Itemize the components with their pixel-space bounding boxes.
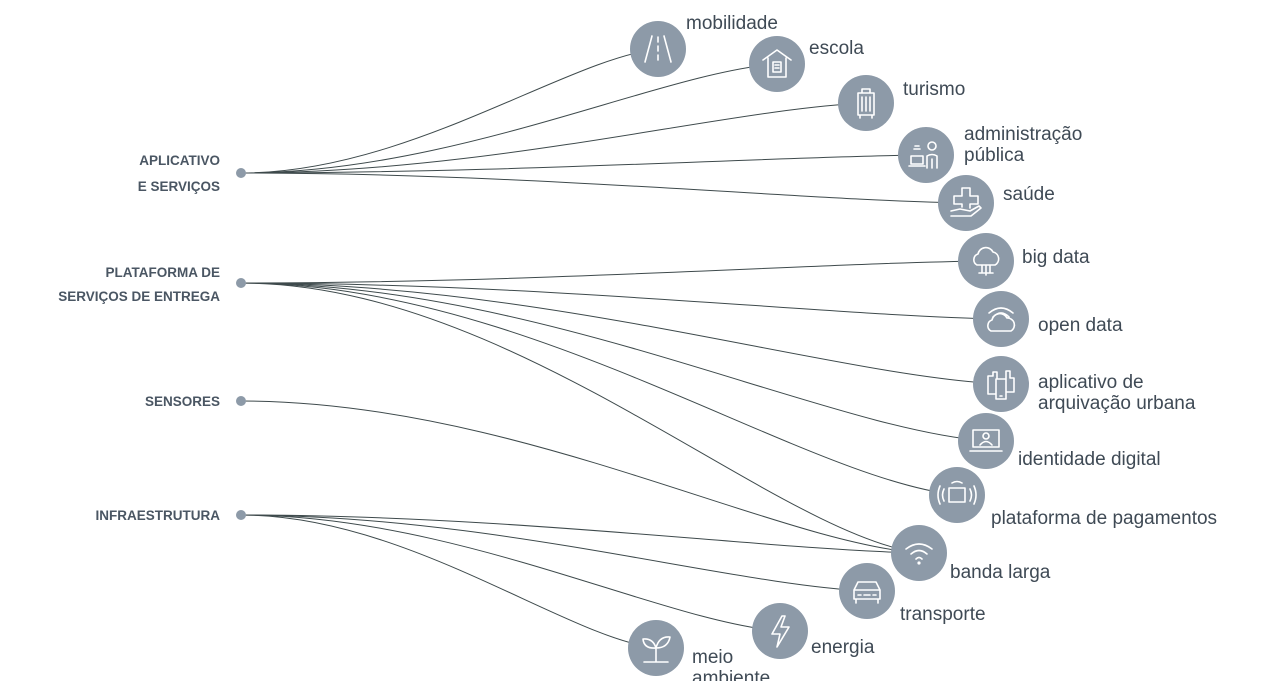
- category-label: PLATAFORMA DE: [106, 265, 221, 280]
- node-pagamentos: plataforma de pagamentos: [929, 467, 1217, 529]
- node-bigdata: big data: [958, 233, 1090, 289]
- node-label: banda larga: [950, 562, 1051, 583]
- node-label: plataforma de pagamentos: [991, 508, 1217, 529]
- node-label: big data: [1022, 247, 1090, 268]
- category-hub-dot: [236, 510, 246, 520]
- category-hub-dot: [236, 168, 246, 178]
- node-label: meio: [692, 647, 733, 668]
- node-escola: escola: [749, 36, 864, 92]
- node-circle: [839, 563, 895, 619]
- node-circle: [891, 525, 947, 581]
- link-plat-pagamentos: [240, 282, 958, 496]
- node-label: energia: [811, 637, 875, 658]
- category-plat: PLATAFORMA DE SERVIÇOS DE ENTREGA: [58, 265, 246, 304]
- node-label: ambiente: [692, 668, 770, 681]
- node-circle: [898, 127, 954, 183]
- node-circle: [929, 467, 985, 523]
- category-label: SENSORES: [145, 394, 220, 409]
- node-label: aplicativo de: [1038, 372, 1144, 393]
- node-energia: energia: [752, 603, 875, 659]
- node-label: transporte: [900, 604, 986, 625]
- link-plat-identidade: [240, 282, 987, 442]
- node-saude: saúde: [938, 175, 1055, 231]
- link-plat-aplicativo: [240, 282, 1002, 385]
- link-app-mobilidade: [240, 48, 659, 174]
- category-label: APLICATIVO: [139, 153, 220, 168]
- connection-lines: [240, 48, 1002, 649]
- node-label: open data: [1038, 315, 1123, 336]
- node-label: administração: [964, 124, 1082, 145]
- node-turismo: turismo: [838, 75, 965, 131]
- node-mobilidade: mobilidade: [630, 13, 778, 77]
- link-infra-energia: [240, 514, 781, 632]
- node-label: turismo: [903, 79, 965, 100]
- category-hub-dot: [236, 396, 246, 406]
- node-circle: [752, 603, 808, 659]
- category-sens: SENSORES: [145, 394, 246, 409]
- node-circle: [973, 356, 1029, 412]
- node-identidade: identidade digital: [958, 413, 1161, 470]
- category-infra: INFRAESTRUTURA: [96, 508, 246, 523]
- category-label: SERVIÇOS DE ENTREGA: [58, 289, 220, 304]
- link-app-administracao: [240, 154, 927, 174]
- node-transporte: transporte: [839, 563, 986, 625]
- node-circle: [973, 291, 1029, 347]
- topic-nodes: mobilidade escola turismo administraçãopúbl…: [628, 13, 1217, 681]
- node-label: saúde: [1003, 184, 1055, 205]
- node-label: identidade digital: [1018, 449, 1161, 470]
- category-hub-dot: [236, 278, 246, 288]
- link-app-turismo: [240, 102, 867, 174]
- node-circle: [749, 36, 805, 92]
- link-app-escola: [240, 63, 778, 174]
- link-plat-opendata: [240, 282, 1002, 320]
- node-label: escola: [809, 38, 864, 59]
- node-label: arquivação urbana: [1038, 393, 1196, 414]
- node-label: pública: [964, 145, 1025, 166]
- link-plat-bigdata: [240, 260, 987, 284]
- link-app-saude: [240, 172, 967, 204]
- node-opendata: open data: [973, 291, 1123, 347]
- link-plat-banda: [240, 282, 920, 554]
- node-circle: [958, 233, 1014, 289]
- node-banda: banda larga: [891, 525, 1051, 583]
- category-label: E SERVIÇOS: [138, 179, 220, 194]
- node-circle: [938, 175, 994, 231]
- category-label: INFRAESTRUTURA: [96, 508, 221, 523]
- node-label: mobilidade: [686, 13, 778, 34]
- link-infra-meio: [240, 514, 657, 649]
- category-app: APLICATIVO E SERVIÇOS: [138, 153, 246, 194]
- link-infra-transporte: [240, 514, 868, 592]
- link-sens-banda: [240, 400, 920, 554]
- link-infra-banda: [240, 514, 920, 554]
- category-hubs: APLICATIVO E SERVIÇOS PLATAFORMA DE SERVIÇO…: [58, 153, 246, 523]
